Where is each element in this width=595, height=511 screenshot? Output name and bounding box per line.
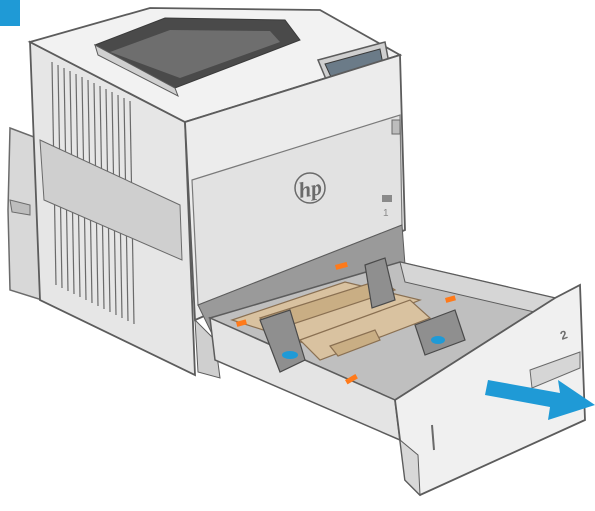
- hp-logo: hp: [297, 174, 324, 203]
- door-label: 1: [383, 208, 389, 219]
- pull-arrow: [485, 380, 595, 420]
- paper-guides: [259, 257, 466, 373]
- tray-handle: [529, 351, 581, 389]
- shipping-tape: [236, 261, 456, 385]
- tray-label: 2: [558, 327, 569, 343]
- usb-port: [382, 195, 392, 202]
- step-badge: [0, 0, 20, 26]
